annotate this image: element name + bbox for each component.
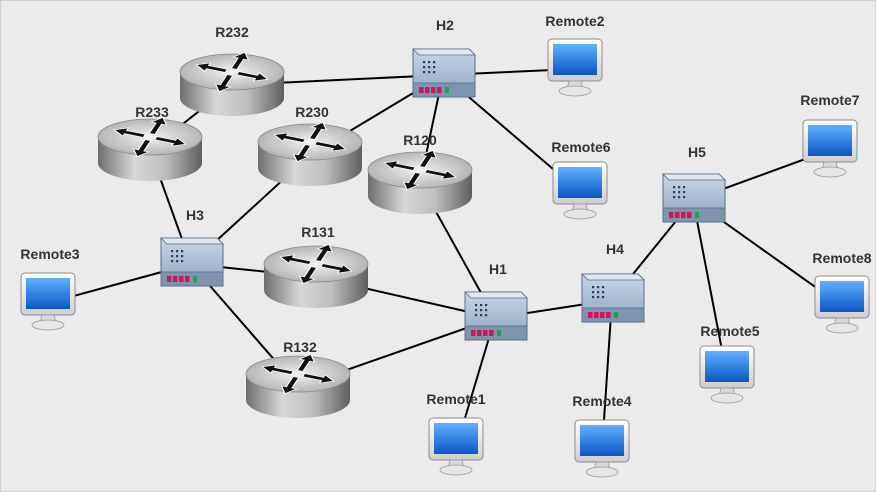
router-icon [263, 243, 369, 308]
hub-h5-node[interactable] [662, 173, 726, 223]
router-r120-node[interactable] [367, 149, 473, 214]
r230-label: R230 [295, 104, 329, 120]
h3-label: H3 [186, 207, 204, 223]
router-icon [97, 116, 203, 181]
hub-icon [464, 291, 528, 341]
h4-label: H4 [606, 241, 624, 257]
computer-icon [574, 419, 630, 478]
host-remote1-node[interactable] [428, 417, 484, 476]
host-remote5-node[interactable] [699, 345, 755, 404]
router-r131-node[interactable] [263, 243, 369, 308]
remote7-label: Remote7 [800, 92, 859, 108]
hub-h2-node[interactable] [412, 48, 476, 98]
remote8-label: Remote8 [812, 250, 871, 266]
host-remote3-node[interactable] [20, 272, 76, 331]
r120-label: R120 [403, 132, 437, 148]
host-remote4-node[interactable] [574, 419, 630, 478]
remote3-label: Remote3 [20, 246, 79, 262]
router-icon [245, 353, 351, 418]
router-icon [179, 51, 285, 116]
remote5-label: Remote5 [700, 323, 759, 339]
computer-icon [552, 161, 608, 220]
hub-h3-node[interactable] [160, 237, 224, 287]
h1-label: H1 [489, 261, 507, 277]
hub-h1-node[interactable] [464, 291, 528, 341]
remote1-label: Remote1 [426, 391, 485, 407]
computer-icon [699, 345, 755, 404]
hub-icon [412, 48, 476, 98]
host-remote8-node[interactable] [814, 275, 870, 334]
host-remote6-node[interactable] [552, 161, 608, 220]
r233-label: R233 [135, 104, 169, 120]
router-r232-node[interactable] [179, 51, 285, 116]
router-r132-node[interactable] [245, 353, 351, 418]
h2-label: H2 [436, 17, 454, 33]
computer-icon [428, 417, 484, 476]
router-icon [257, 121, 363, 186]
computer-icon [20, 272, 76, 331]
remote6-label: Remote6 [551, 139, 610, 155]
r131-label: R131 [301, 224, 335, 240]
router-r230-node[interactable] [257, 121, 363, 186]
hub-icon [160, 237, 224, 287]
computer-icon [814, 275, 870, 334]
host-remote7-node[interactable] [802, 119, 858, 178]
computer-icon [802, 119, 858, 178]
router-r233-node[interactable] [97, 116, 203, 181]
r232-label: R232 [215, 24, 249, 40]
hub-icon [662, 173, 726, 223]
remote4-label: Remote4 [572, 393, 631, 409]
host-remote2-node[interactable] [547, 38, 603, 97]
r132-label: R132 [283, 339, 317, 355]
hub-h4-node[interactable] [581, 273, 645, 323]
h5-label: H5 [688, 144, 706, 160]
router-icon [367, 149, 473, 214]
remote2-label: Remote2 [545, 13, 604, 29]
hub-icon [581, 273, 645, 323]
computer-icon [547, 38, 603, 97]
